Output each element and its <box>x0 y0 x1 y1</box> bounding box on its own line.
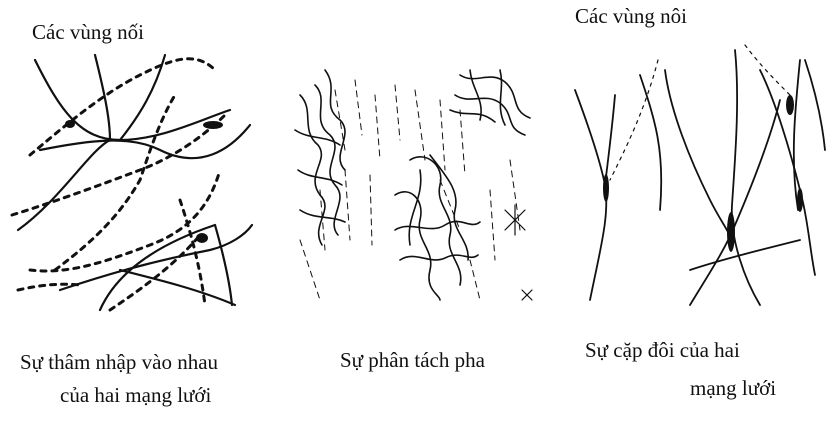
dotted-coupling-strands <box>610 45 790 180</box>
coupling-junctions <box>603 95 803 252</box>
coupling-strands <box>575 50 825 305</box>
